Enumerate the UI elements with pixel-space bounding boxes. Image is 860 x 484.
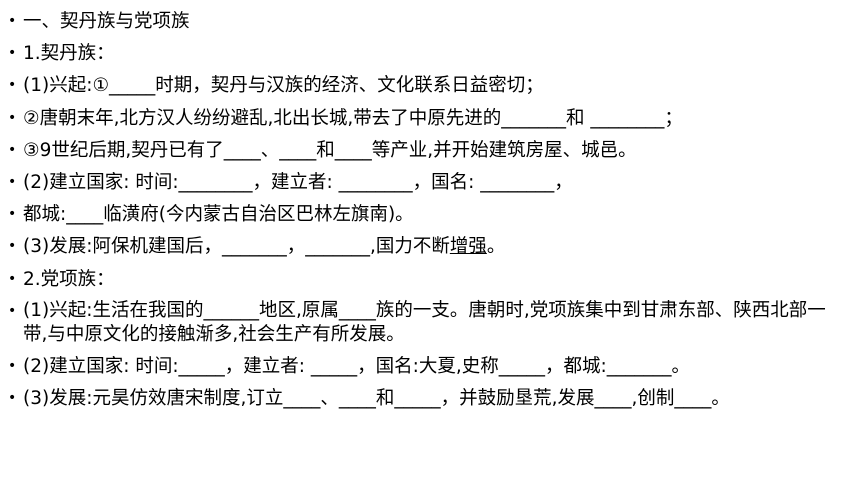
bullet-icon: •: [8, 141, 17, 158]
khitan-capital: • 都城:____临潢府(今内蒙古自治区巴林左旗南)。: [8, 202, 860, 227]
bullet-icon: •: [8, 357, 17, 374]
bullet-icon: •: [8, 13, 17, 29]
bullet-icon: •: [8, 77, 17, 94]
bullet-icon: •: [8, 302, 17, 319]
bullet-icon: •: [8, 45, 17, 62]
line-text: (3)发展:元昊仿效唐宋制度,订立____、____和_____，并鼓励垦荒,发…: [23, 388, 730, 410]
line-text: 2.党项族：: [23, 268, 115, 290]
line-text: 一、契丹族与党项族: [23, 11, 190, 32]
khitan-rise-1: • (1)兴起:①_____时期，契丹与汉族的经济、文化联系日益密切；: [8, 73, 860, 98]
line-text: ②唐朝末年,北方汉人纷纷避乱,北出长城,带去了中原先进的_______和 ___…: [23, 107, 683, 129]
bullet-icon: •: [8, 173, 17, 190]
line-text: 1.契丹族：: [23, 43, 115, 65]
line-text: (1)兴起:生活在我国的______地区,原属____族的一支。唐朝时,党项族集…: [23, 299, 826, 345]
bullet-icon: •: [8, 238, 17, 255]
tangut-state-founding: • (2)建立国家: 时间:_____，建立者: _____，国名:大夏,史称_…: [8, 354, 860, 379]
khitan-rise-3: • ③9世纪后期,契丹已有了____、____和____等产业,并开始建筑房屋、…: [8, 138, 860, 163]
line-text-before: (3)发展:阿保机建国后，_______，_______,国力不断: [23, 236, 450, 258]
underlined-word: 增强: [449, 236, 487, 258]
line-text-after: 。: [486, 236, 506, 258]
bullet-list: • 一、契丹族与党项族 • 1.契丹族： • (1)兴起:①_____时期，契丹…: [8, 9, 860, 411]
tangut-development: • (3)发展:元昊仿效唐宋制度,订立____、____和_____，并鼓励垦荒…: [8, 386, 860, 411]
tangut-heading: • 2.党项族：: [8, 267, 860, 292]
bullet-icon: •: [8, 270, 17, 287]
line-text: (2)建立国家: 时间:_____，建立者: _____，国名:大夏,史称___…: [23, 355, 691, 377]
bullet-icon: •: [8, 206, 17, 223]
line-text: ③9世纪后期,契丹已有了____、____和____等产业,并开始建筑房屋、城邑…: [23, 139, 637, 161]
khitan-development: • (3)发展:阿保机建国后，_______，_______,国力不断增强。: [8, 234, 860, 259]
tangut-rise: • (1)兴起:生活在我国的______地区,原属____族的一支。唐朝时,党项…: [8, 299, 860, 347]
khitan-rise-2: • ②唐朝末年,北方汉人纷纷避乱,北出长城,带去了中原先进的_______和 _…: [8, 106, 860, 131]
line-text: (2)建立国家: 时间:________，建立者: ________，国名: _…: [23, 171, 573, 193]
bullet-icon: •: [8, 390, 17, 407]
khitan-heading: • 1.契丹族：: [8, 41, 860, 66]
line-text: 都城:____临潢府(今内蒙古自治区巴林左旗南)。: [23, 204, 414, 226]
line-text: (3)发展:阿保机建国后，_______，_______,国力不断增强。: [23, 234, 505, 259]
line-text: (1)兴起:①_____时期，契丹与汉族的经济、文化联系日益密切；: [23, 75, 544, 97]
bullet-icon: •: [8, 109, 17, 126]
section-title-khitan-tangut: • 一、契丹族与党项族: [8, 9, 860, 34]
khitan-state-founding: • (2)建立国家: 时间:________，建立者: ________，国名:…: [8, 170, 860, 195]
